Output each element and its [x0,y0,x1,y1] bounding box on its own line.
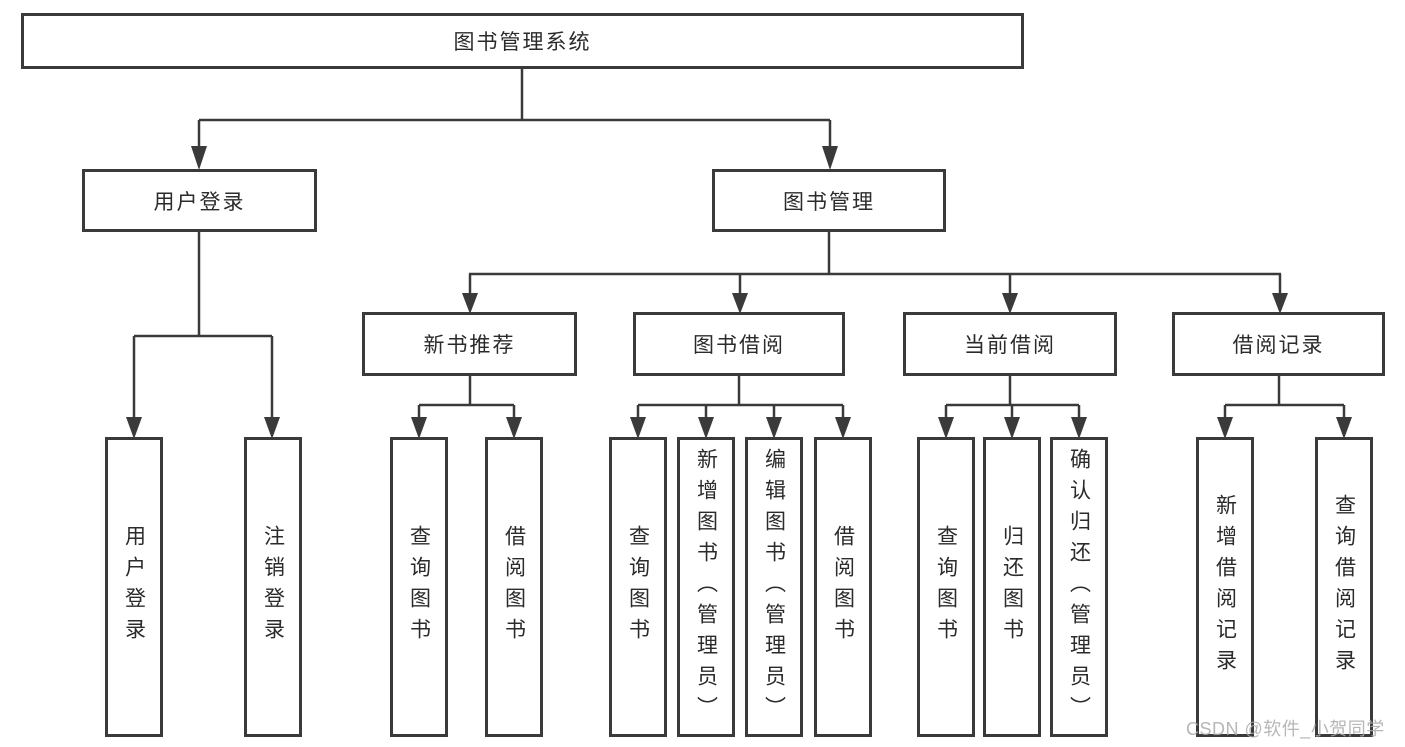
leaf-current-return: 归还图书 [983,437,1041,737]
leaf-logout: 注销登录 [244,437,302,737]
node-book-management-label: 图书管理 [783,190,875,214]
node-current-borrowing-label: 当前借阅 [964,334,1056,357]
leaf-records-query: 查询借阅记录 [1315,437,1373,737]
connector-newbooks-to-leaves [417,376,516,421]
leaf-records-add: 新增借阅记录 [1196,437,1254,737]
leaf-current-confirm-label: 确认归还（管理员） [1067,447,1091,727]
arrowheads-leaves [126,417,1352,439]
connector-userlogin-to-leaves [132,232,274,421]
leaf-records-query-label: 查询借阅记录 [1332,494,1356,680]
connector-bookborrow-to-leaves [636,376,845,421]
node-new-book-recommend: 新书推荐 [362,312,577,376]
leaf-borrow-borrow: 借阅图书 [814,437,872,737]
node-book-management: 图书管理 [712,169,946,232]
arrowheads-level3 [462,293,1288,314]
node-borrowing-records-label: 借阅记录 [1232,334,1325,357]
leaf-newbooks-borrow: 借阅图书 [485,437,543,737]
leaf-borrow-edit-label: 编辑图书（管理员） [762,447,786,727]
leaf-records-add-label: 新增借阅记录 [1213,494,1237,680]
leaf-borrow-add-label: 新增图书（管理员） [694,447,718,727]
leaf-current-return-label: 归还图书 [1000,525,1024,649]
node-user-login-label: 用户登录 [153,190,246,214]
node-root-label: 图书管理系统 [453,31,592,54]
node-book-borrowing-label: 图书借阅 [693,334,785,357]
node-root: 图书管理系统 [21,13,1024,69]
leaf-current-confirm: 确认归还（管理员） [1050,437,1108,737]
leaf-user-login: 用户登录 [105,437,163,737]
leaf-newbooks-query: 查询图书 [390,437,448,737]
node-borrowing-records: 借阅记录 [1172,312,1385,376]
arrowheads-level2 [191,146,838,170]
leaf-borrow-query: 查询图书 [609,437,667,737]
leaf-borrow-add: 新增图书（管理员） [677,437,735,737]
node-new-book-recommend-label: 新书推荐 [423,334,516,357]
leaf-logout-label: 注销登录 [261,525,285,649]
leaf-current-query: 查询图书 [917,437,975,737]
leaf-current-query-label: 查询图书 [934,525,958,649]
connector-records-to-leaves [1223,376,1346,421]
connector-bookmgmt-to-level3 [468,232,1282,297]
watermark: CSDN @软件_小贺同学 [1186,719,1385,739]
leaf-user-login-label: 用户登录 [122,525,146,649]
leaf-newbooks-query-label: 查询图书 [407,525,431,649]
leaf-borrow-borrow-label: 借阅图书 [831,525,855,649]
leaf-borrow-edit: 编辑图书（管理员） [745,437,803,737]
leaf-borrow-query-label: 查询图书 [626,525,650,649]
node-current-borrowing: 当前借阅 [903,312,1117,376]
node-book-borrowing: 图书借阅 [633,312,845,376]
node-user-login: 用户登录 [82,169,317,232]
connector-currentborrow-to-leaves [944,376,1081,421]
leaf-newbooks-borrow-label: 借阅图书 [502,525,526,649]
connector-root-to-level2 [197,69,832,150]
